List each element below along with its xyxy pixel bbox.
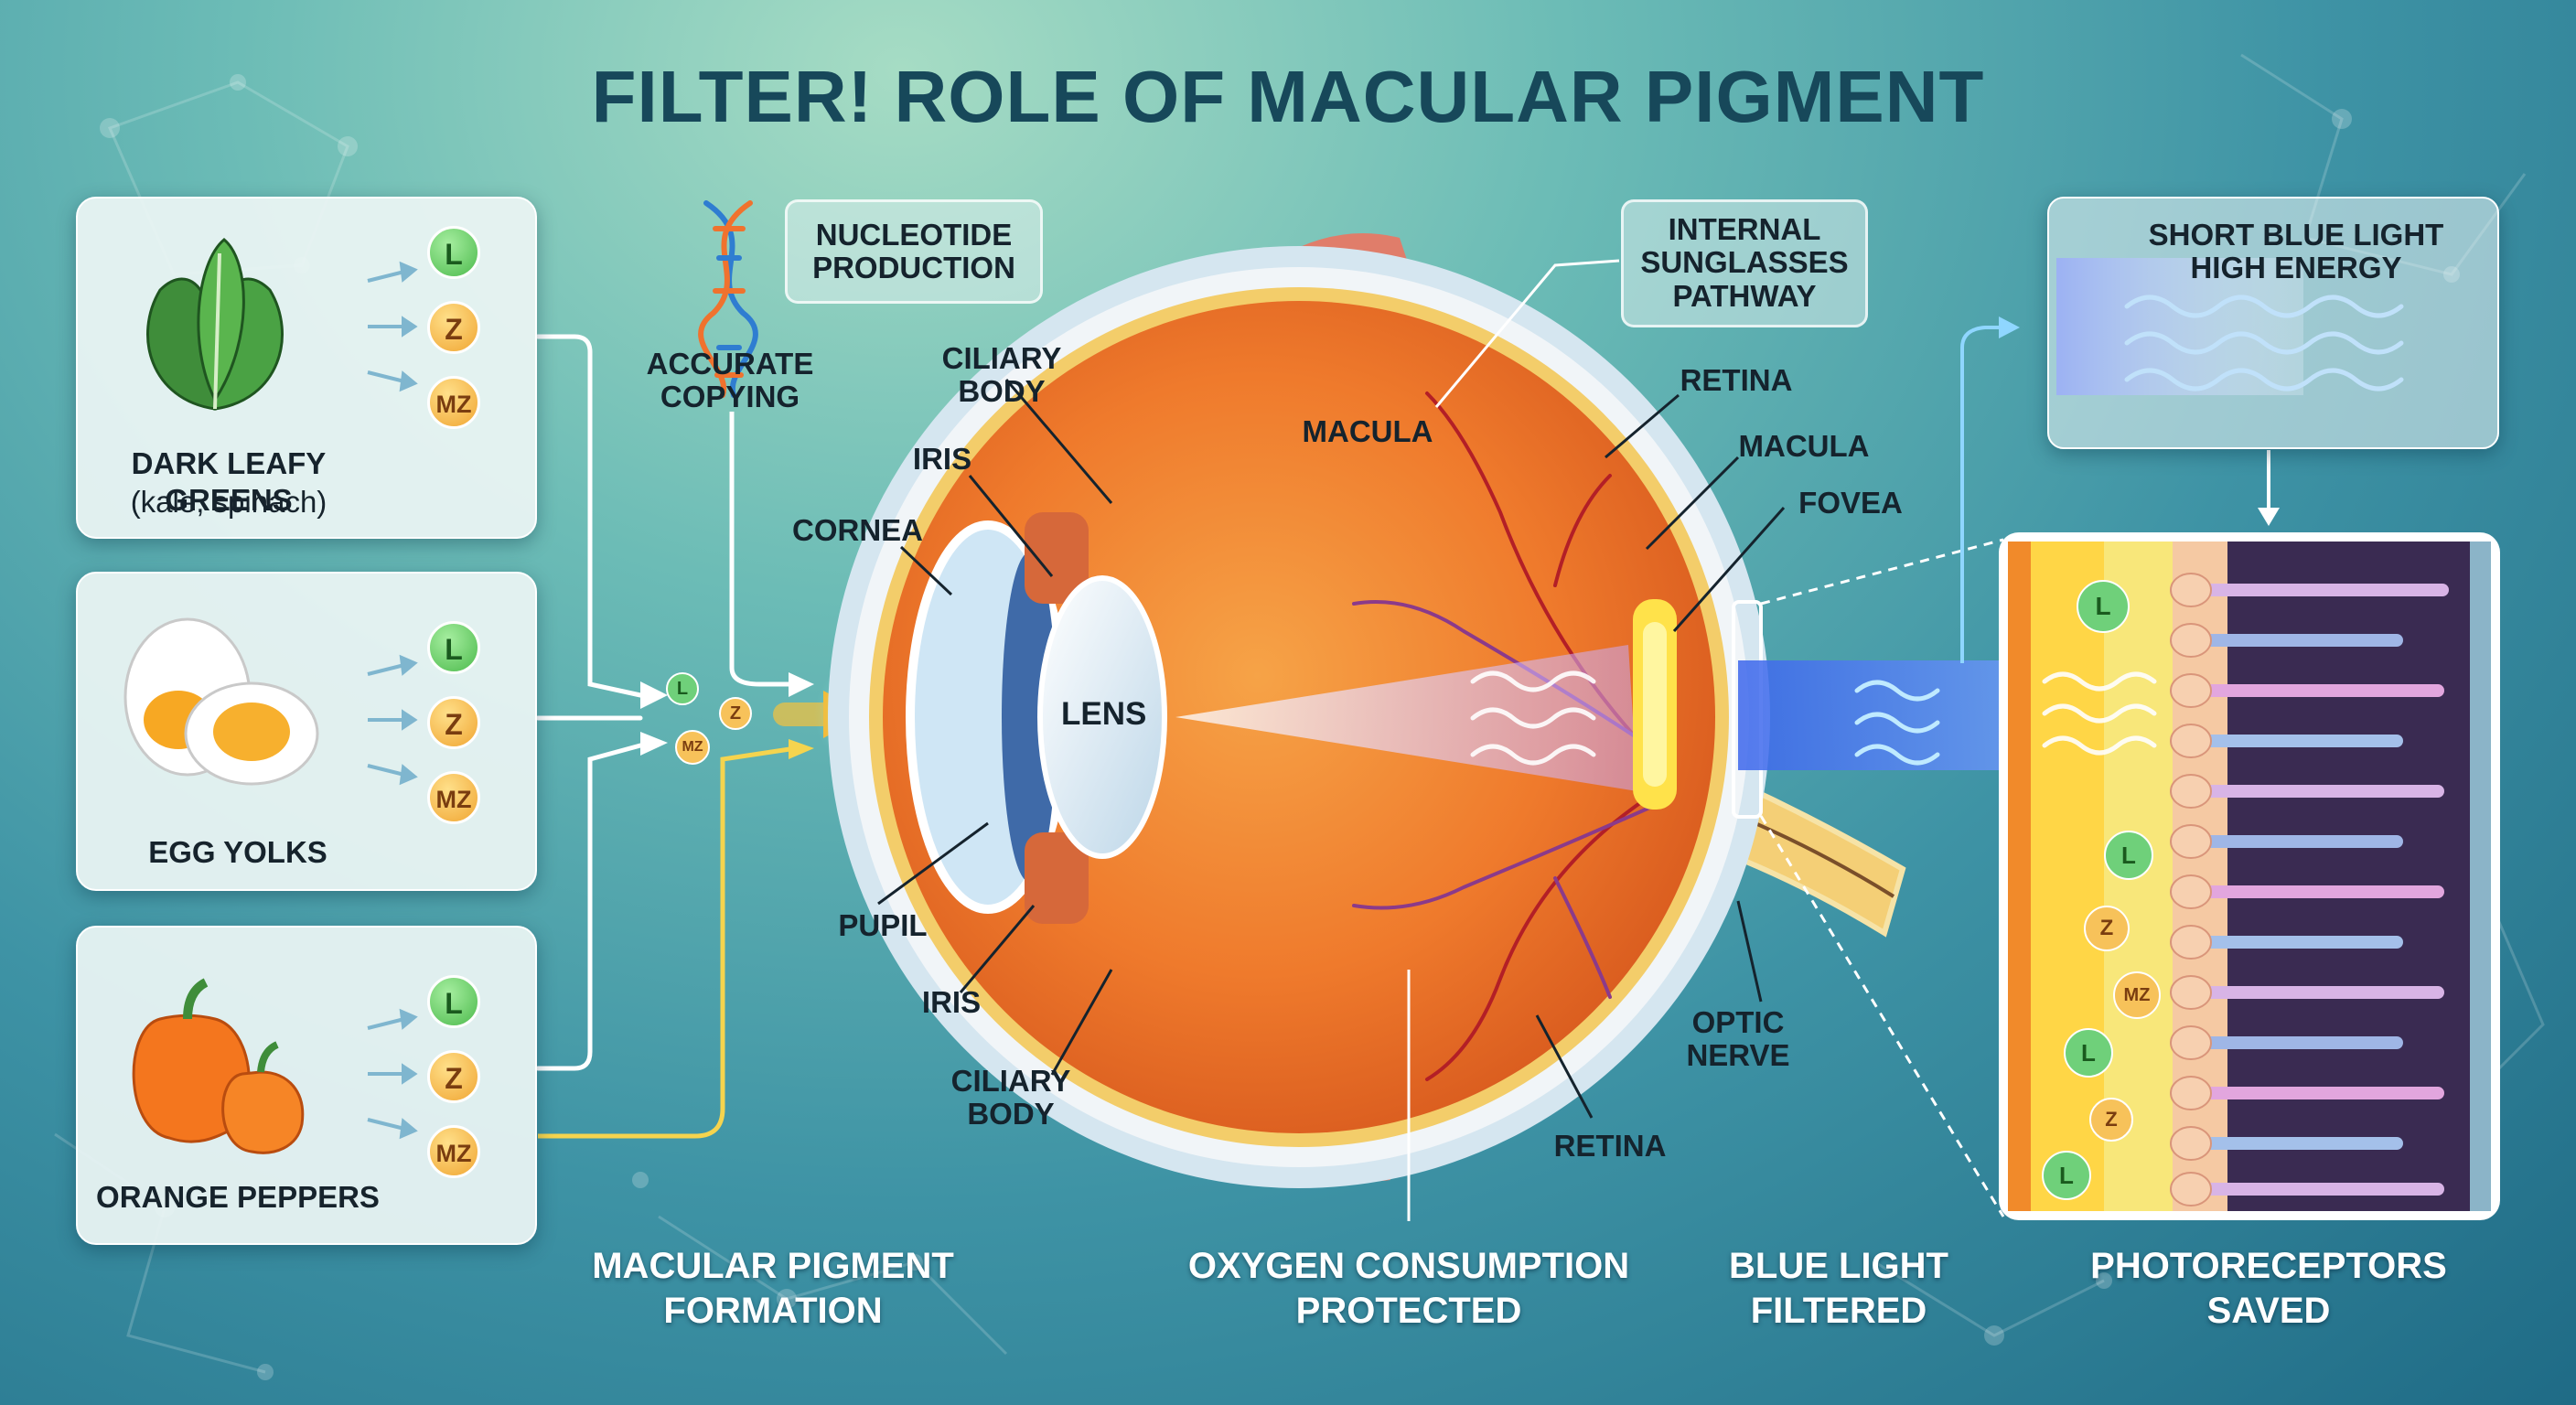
card-arrows-icon [367, 1008, 418, 1140]
panel-zeaxanthin-badge-1: Z [2084, 906, 2130, 951]
pepper-connector [535, 743, 643, 1071]
internal-sunglasses-box: INTERNAL SUNGLASSES PATHWAY [1621, 199, 1868, 327]
meso-zeaxanthin-badge-pepper: MZ [427, 1125, 480, 1178]
iris-shape [1002, 552, 1057, 882]
leafy-greens-examples: (kale, spinach) [130, 485, 327, 519]
zeaxanthin-badge-egg: Z [427, 696, 480, 749]
panel-meso-zeaxanthin-badge: MZ [2113, 971, 2161, 1019]
merged-lutein-badge: L [666, 672, 699, 705]
cell-bodies [2170, 573, 2212, 1207]
card-egg-yolks: L Z MZ EGG YOLKS [76, 572, 537, 891]
accurate-copying-label: ACCURATE COPYING [646, 347, 814, 414]
lutein-badge-leafy: L [427, 226, 480, 279]
internal-sunglasses-label: INTERNAL SUNGLASSES PATHWAY [1640, 212, 1849, 313]
leafy-greens-label: DARK LEAFY GREENS [131, 446, 327, 517]
blue-waves-bar [1854, 680, 1940, 766]
egg-yolks-label: EGG YOLKS [148, 835, 327, 869]
panel-zeaxanthin-badge-2: Z [2089, 1098, 2133, 1142]
white-leader-lines [1407, 259, 1620, 1221]
nucleotide-production-box: NUCLEOTIDE PRODUCTION [785, 199, 1043, 304]
meso-zeaxanthin-badge-leafy: MZ [427, 376, 480, 429]
blue-light-label: SHORT BLUE LIGHT HIGH ENERGY [2148, 218, 2444, 285]
merged-meso-zeaxanthin-badge: MZ [675, 730, 710, 765]
ciliary-upper [1025, 512, 1089, 604]
dna-connector [729, 412, 794, 687]
panel-lutein-badge-4: L [2042, 1151, 2091, 1200]
retina-lower-label: RETINA [1553, 1129, 1667, 1163]
lens-shape [1037, 575, 1167, 859]
cornea-label: CORNEA [791, 513, 923, 547]
merged-zeaxanthin-badge: Z [719, 697, 752, 730]
iris-lower-label: IRIS [921, 985, 982, 1019]
food-connectors [535, 334, 643, 1071]
panel-lutein-badge-2: L [2104, 831, 2153, 880]
card-arrows-icon [367, 654, 418, 786]
ciliary-lower [1025, 832, 1089, 924]
egg-icon [123, 617, 319, 786]
nucleotide-production-label: NUCLEOTIDE PRODUCTION [812, 218, 1015, 285]
blue-light-box: SHORT BLUE LIGHT HIGH ENERGY [2047, 197, 2499, 449]
light-beam [1175, 645, 1637, 791]
lutein-badge-pepper: L [427, 975, 480, 1028]
blue-light-filtered-label: BLUE LIGHT FILTERED [1729, 1246, 1948, 1331]
zeaxanthin-badge-leafy: Z [427, 301, 480, 354]
photoreceptor-cells [2194, 584, 2449, 1196]
pupil-label: PUPIL [838, 908, 928, 942]
leader-lines [877, 379, 1786, 1119]
card-orange-peppers: L Z MZ ORANGE PEPPERS [76, 926, 537, 1245]
blue-light-up-arrow [1960, 326, 2003, 663]
oxygen-consumption-protected-label: OXYGEN CONSUMPTION PROTECTED [1187, 1246, 1630, 1331]
pepper-yellow-connector [538, 745, 797, 1139]
macular-pigment-formation-label: MACULAR PIGMENT FORMATION [592, 1246, 954, 1331]
ciliary-body-lower-label: CILIARY BODY [950, 1064, 1071, 1132]
optic-nerve-label: OPTIC NERVE [1686, 1005, 1790, 1073]
iris-upper-label: IRIS [912, 442, 972, 476]
card-leafy-greens: L Z MZ DARK LEAFY GREENS (kale, spinach) [76, 197, 537, 539]
photoreceptors-saved-label: PHOTORECEPTORS SAVED [2090, 1246, 2447, 1331]
panel-lutein-badge-1: L [2077, 580, 2130, 633]
zeaxanthin-badge-pepper: Z [427, 1050, 480, 1103]
blue-waves-eye [1470, 670, 1596, 766]
macula-outer-label: MACULA [1738, 429, 1870, 463]
panel-lutein-badge-3: L [2064, 1028, 2113, 1078]
card-arrows-icon [367, 261, 418, 392]
photoreceptor-panel [1999, 532, 2500, 1220]
eye-cross-section [828, 233, 1906, 1188]
fovea-label: FOVEA [1798, 486, 1903, 520]
lens-label: LENS [1061, 696, 1147, 732]
lutein-badge-egg: L [427, 621, 480, 674]
panel-waves [2042, 671, 2157, 756]
spinach-icon [146, 238, 284, 411]
dna-icon [698, 200, 758, 398]
page-title: FILTER! ROLE OF MACULAR PIGMENT [591, 56, 1985, 137]
pepper-icon [132, 978, 305, 1154]
retina-upper-label: RETINA [1680, 363, 1793, 397]
orange-peppers-label: ORANGE PEPPERS [96, 1180, 380, 1214]
macula-inner-label: MACULA [1302, 414, 1433, 448]
ciliary-body-upper-label: CILIARY BODY [941, 341, 1062, 409]
panel-edge-membrane [2470, 542, 2491, 1211]
meso-zeaxanthin-badge-egg: MZ [427, 771, 480, 824]
leafy-connector [535, 334, 643, 698]
